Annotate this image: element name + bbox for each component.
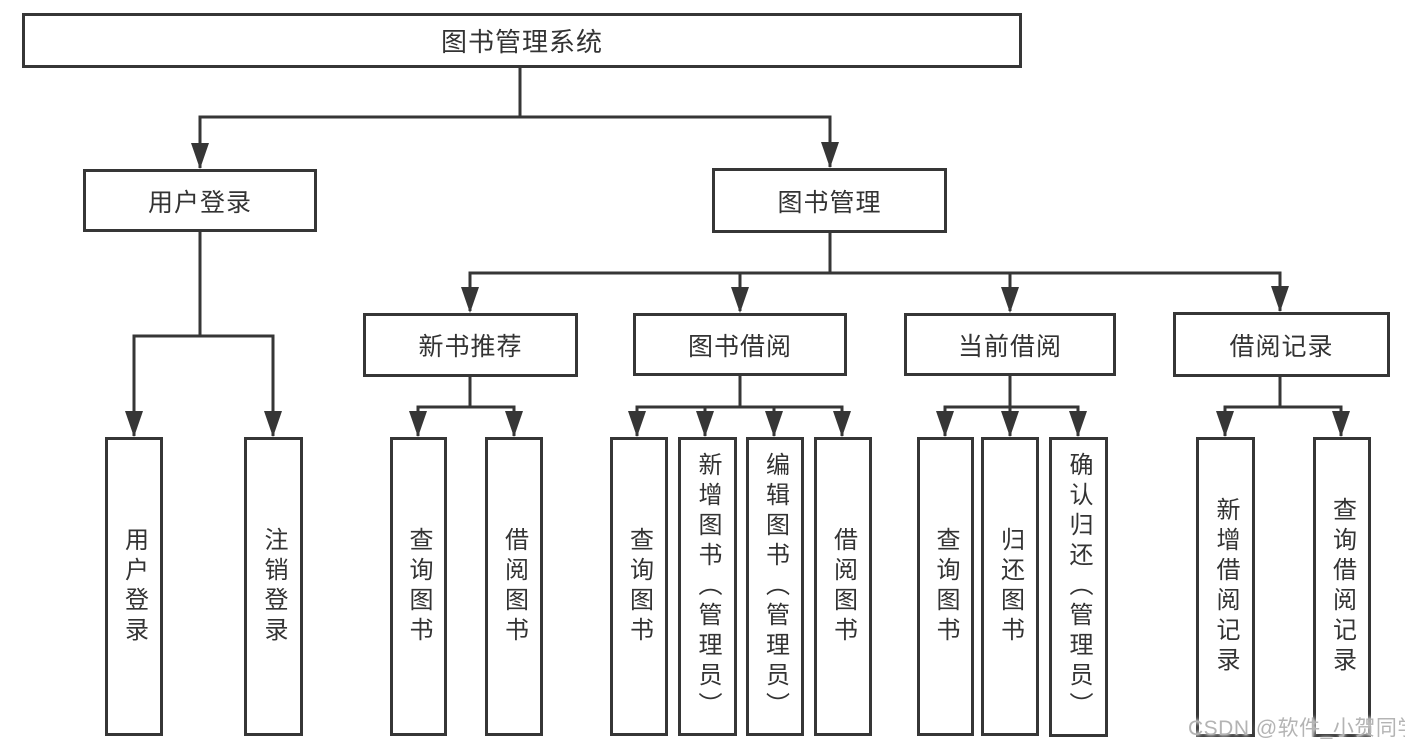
leaf-borrow-edit-books-admin: 编辑图书（管理员） [746,437,804,736]
connector-book-borrow [635,376,844,436]
leaf-logout: 注销登录 [244,437,303,736]
leaf-newbook-borrow-books: 借阅图书 [485,437,543,736]
leaf-current-confirm-return-admin: 确认归还（管理员） [1049,437,1108,737]
leaf-records-add-record: 新增借阅记录 [1196,437,1255,737]
node-book-borrow: 图书借阅 [633,313,847,376]
node-root-library-system: 图书管理系统 [22,13,1022,68]
leaf-current-return-books: 归还图书 [981,437,1039,736]
csdn-watermark: CSDN @软件_小贺同学 [1188,717,1405,740]
node-borrow-records: 借阅记录 [1173,312,1390,377]
node-current-borrow: 当前借阅 [904,313,1116,376]
leaf-records-query-record: 查询借阅记录 [1313,437,1371,737]
leaf-current-query-books: 查询图书 [917,437,974,736]
leaf-user-login: 用户登录 [105,437,163,736]
node-user-login: 用户登录 [83,169,317,232]
leaf-newbook-query-books: 查询图书 [390,437,447,736]
leaf-borrow-borrow-books: 借阅图书 [814,437,872,736]
arrowheads [125,142,1350,437]
connector-new-book [416,377,516,436]
leaf-borrow-query-books: 查询图书 [610,437,668,736]
leaf-borrow-add-books-admin: 新增图书（管理员） [678,437,737,736]
connector-user-login [132,232,275,436]
connector-root [198,68,832,168]
connector-book-management [468,233,1282,311]
node-book-management: 图书管理 [712,168,947,233]
node-new-book-recommend: 新书推荐 [363,313,578,377]
connector-borrow-records [1223,377,1343,436]
